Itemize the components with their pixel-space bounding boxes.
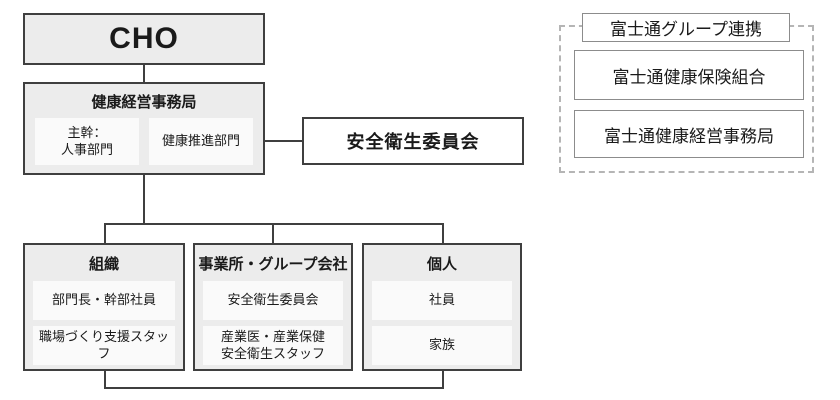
sites-title: 事業所・グループ会社 bbox=[198, 255, 348, 273]
health-office-title: 健康経営事務局 bbox=[91, 93, 197, 111]
individual-box: 個人 社員 家族 bbox=[362, 243, 522, 371]
safety-committee-label: 安全衛生委員会 bbox=[346, 132, 480, 152]
fujitsu-health-office-box: 富士通健康経営事務局 bbox=[574, 110, 804, 158]
connector-drop-individual bbox=[442, 223, 444, 243]
connector-bottom-horizontal bbox=[104, 387, 444, 389]
connector-office-committee bbox=[265, 140, 302, 142]
connector-branch-horizontal bbox=[104, 223, 444, 225]
individual-title: 個人 bbox=[426, 255, 457, 273]
health-office-members: 主幹： 人事部門 健康推進部門 bbox=[25, 118, 263, 165]
organization-title: 組織 bbox=[88, 255, 119, 273]
sites-member-committee: 安全衛生委員会 bbox=[203, 281, 343, 320]
organization-member-managers: 部門長・幹部社員 bbox=[33, 281, 175, 320]
sites-member-health-staff: 産業医・産業保健 安全衛生スタッフ bbox=[203, 326, 343, 365]
organization-members: 部門長・幹部社員 職場づくり支援スタッフ bbox=[25, 281, 183, 365]
connector-drop-sites bbox=[272, 223, 274, 243]
office-member-hr: 主幹： 人事部門 bbox=[35, 118, 139, 165]
office-member-promotion: 健康推進部門 bbox=[149, 118, 253, 165]
connector-office-trunk bbox=[143, 175, 145, 223]
organization-box: 組織 部門長・幹部社員 職場づくり支援スタッフ bbox=[23, 243, 185, 371]
cho-box: CHO bbox=[23, 13, 265, 65]
cho-label: CHO bbox=[109, 22, 179, 55]
individual-member-employee: 社員 bbox=[372, 281, 512, 320]
safety-committee-box: 安全衛生委員会 bbox=[302, 117, 524, 165]
fujitsu-health-insurance-box: 富士通健康保険組合 bbox=[574, 50, 804, 100]
connector-cho-office bbox=[143, 65, 145, 82]
connector-bottom-left bbox=[104, 371, 106, 389]
connector-drop-organization bbox=[104, 223, 106, 243]
connector-bottom-right bbox=[442, 371, 444, 389]
fujitsu-group-title: 富士通グループ連携 bbox=[582, 13, 790, 42]
sites-members: 安全衛生委員会 産業医・産業保健 安全衛生スタッフ bbox=[195, 281, 351, 365]
individual-members: 社員 家族 bbox=[364, 281, 520, 365]
sites-box: 事業所・グループ会社 安全衛生委員会 産業医・産業保健 安全衛生スタッフ bbox=[193, 243, 353, 371]
individual-member-family: 家族 bbox=[372, 326, 512, 365]
health-office-box: 健康経営事務局 主幹： 人事部門 健康推進部門 bbox=[23, 82, 265, 175]
organization-member-staff: 職場づくり支援スタッフ bbox=[33, 326, 175, 365]
